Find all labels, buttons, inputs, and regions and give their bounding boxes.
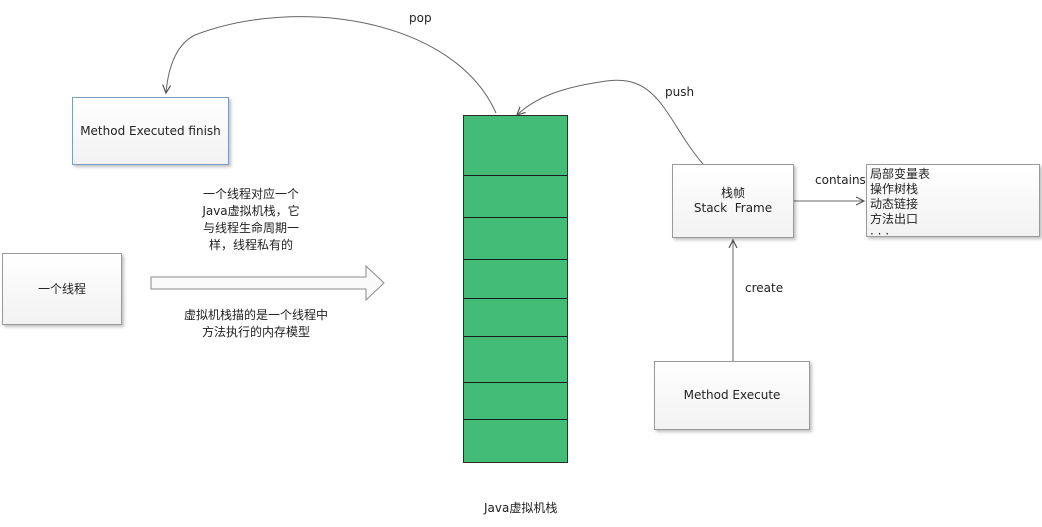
stack-frame-divider <box>464 259 567 260</box>
note-line: 样，线程私有的 <box>208 238 293 252</box>
method-executed-finish-box: Method Executed finish <box>72 97 229 165</box>
frame-content-item: 方法出口 <box>870 212 919 226</box>
note-line: Java虚拟机栈，它 <box>202 204 300 218</box>
stack-frame-divider <box>464 382 567 383</box>
method-execute-box: Method Execute <box>654 361 810 430</box>
stack-frame-divider <box>464 175 567 176</box>
stack-caption: Java虚拟机栈 <box>484 501 558 515</box>
jvm-stack <box>463 115 568 463</box>
thread-label: 一个线程 <box>37 281 86 296</box>
thread-stack-note: 一个线程对应一个 Java虚拟机栈，它 与线程生命周期一 样，线程私有的 <box>186 186 316 254</box>
frame-content-item: 操作树栈 <box>870 182 919 196</box>
note-line: 一个线程对应一个 <box>202 187 299 201</box>
thread-box: 一个线程 <box>2 253 122 325</box>
stack-frame-divider <box>464 419 567 420</box>
push-arrow <box>517 79 704 165</box>
memory-model-note: 虚拟机栈描的是一个线程中 方法执行的内存模型 <box>166 307 346 341</box>
stack-frame-divider <box>464 298 567 299</box>
note-line: 虚拟机栈描的是一个线程中 <box>183 308 328 322</box>
frame-content-item: · · · <box>870 227 890 237</box>
stack-frame-divider <box>464 336 567 337</box>
push-label: push <box>665 85 695 99</box>
frame-contents-box: 局部变量表 操作树栈 动态链接 方法出口 · · · <box>866 164 1040 237</box>
frame-content-item: 局部变量表 <box>870 167 931 181</box>
contains-label: contains <box>815 173 866 187</box>
note-line: 方法执行的内存模型 <box>201 325 310 339</box>
create-label: create <box>745 281 784 295</box>
method-execute-label: Method Execute <box>683 388 781 402</box>
stack-frame-divider <box>464 217 567 218</box>
note-line: 与线程生命周期一 <box>202 221 299 235</box>
frame-content-item: 动态链接 <box>870 197 919 211</box>
stack-frame-label-cn: 栈帧 <box>720 186 745 200</box>
method-executed-finish-label: Method Executed finish <box>80 123 221 138</box>
pop-label: pop <box>409 11 432 25</box>
stack-frame-label-en: Stack Frame <box>693 201 773 215</box>
stack-frame-box: 栈帧 Stack Frame <box>672 164 794 238</box>
thread-to-stack-arrow <box>150 264 385 302</box>
pop-arrow <box>166 16 497 114</box>
